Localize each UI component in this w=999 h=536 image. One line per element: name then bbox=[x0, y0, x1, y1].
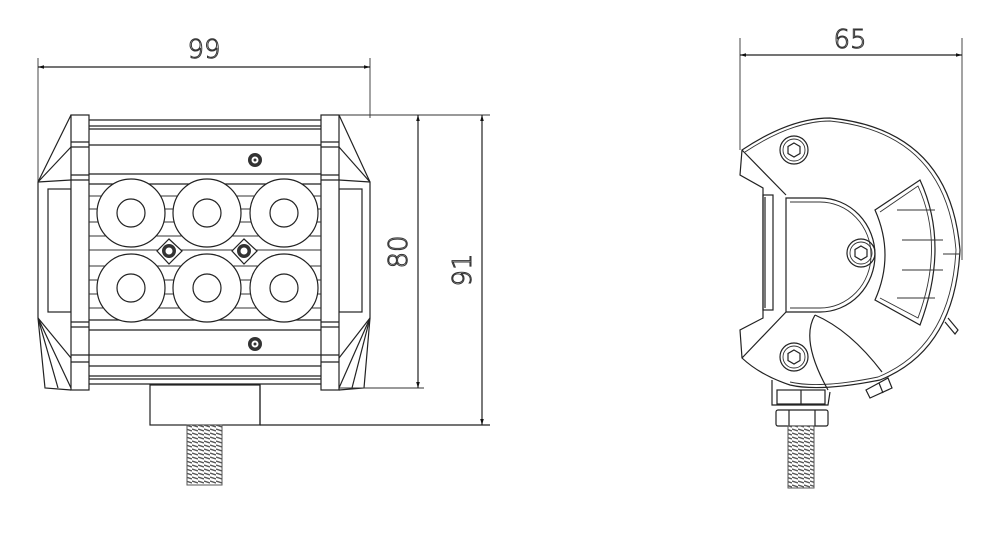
center-screw-left bbox=[156, 238, 183, 265]
front-view: 99 bbox=[37, 35, 490, 486]
dimension-body-height: 80 bbox=[339, 114, 428, 389]
side-view: 65 bbox=[739, 25, 963, 489]
led-3 bbox=[249, 178, 319, 248]
side-bolt-top bbox=[779, 135, 809, 165]
dimension-width-label: 99 bbox=[187, 35, 220, 65]
mounting-bolt bbox=[186, 424, 223, 486]
side-bolt-bottom bbox=[779, 342, 809, 372]
dimension-total-height: 91 bbox=[428, 114, 490, 425]
dimension-width: 99 bbox=[37, 35, 371, 260]
led-4 bbox=[96, 253, 166, 323]
right-end-cap bbox=[320, 114, 371, 391]
led-1 bbox=[96, 178, 166, 248]
side-housing bbox=[739, 117, 961, 391]
left-end-cap bbox=[37, 114, 90, 391]
led-6 bbox=[249, 253, 319, 323]
center-screw-right bbox=[231, 238, 258, 265]
side-bolt-center bbox=[846, 238, 876, 268]
dimension-depth-label: 65 bbox=[833, 25, 866, 55]
led-array bbox=[96, 178, 319, 323]
dimension-depth: 65 bbox=[739, 25, 963, 260]
screw-top bbox=[248, 153, 262, 167]
housing-body bbox=[89, 119, 321, 385]
led-2 bbox=[172, 178, 242, 248]
dimension-total-height-label: 91 bbox=[448, 253, 478, 286]
screw-bottom bbox=[248, 337, 262, 351]
dimension-body-height-label: 80 bbox=[384, 235, 414, 268]
mount-bracket bbox=[149, 384, 490, 426]
led-5 bbox=[172, 253, 242, 323]
side-mount bbox=[771, 377, 893, 489]
